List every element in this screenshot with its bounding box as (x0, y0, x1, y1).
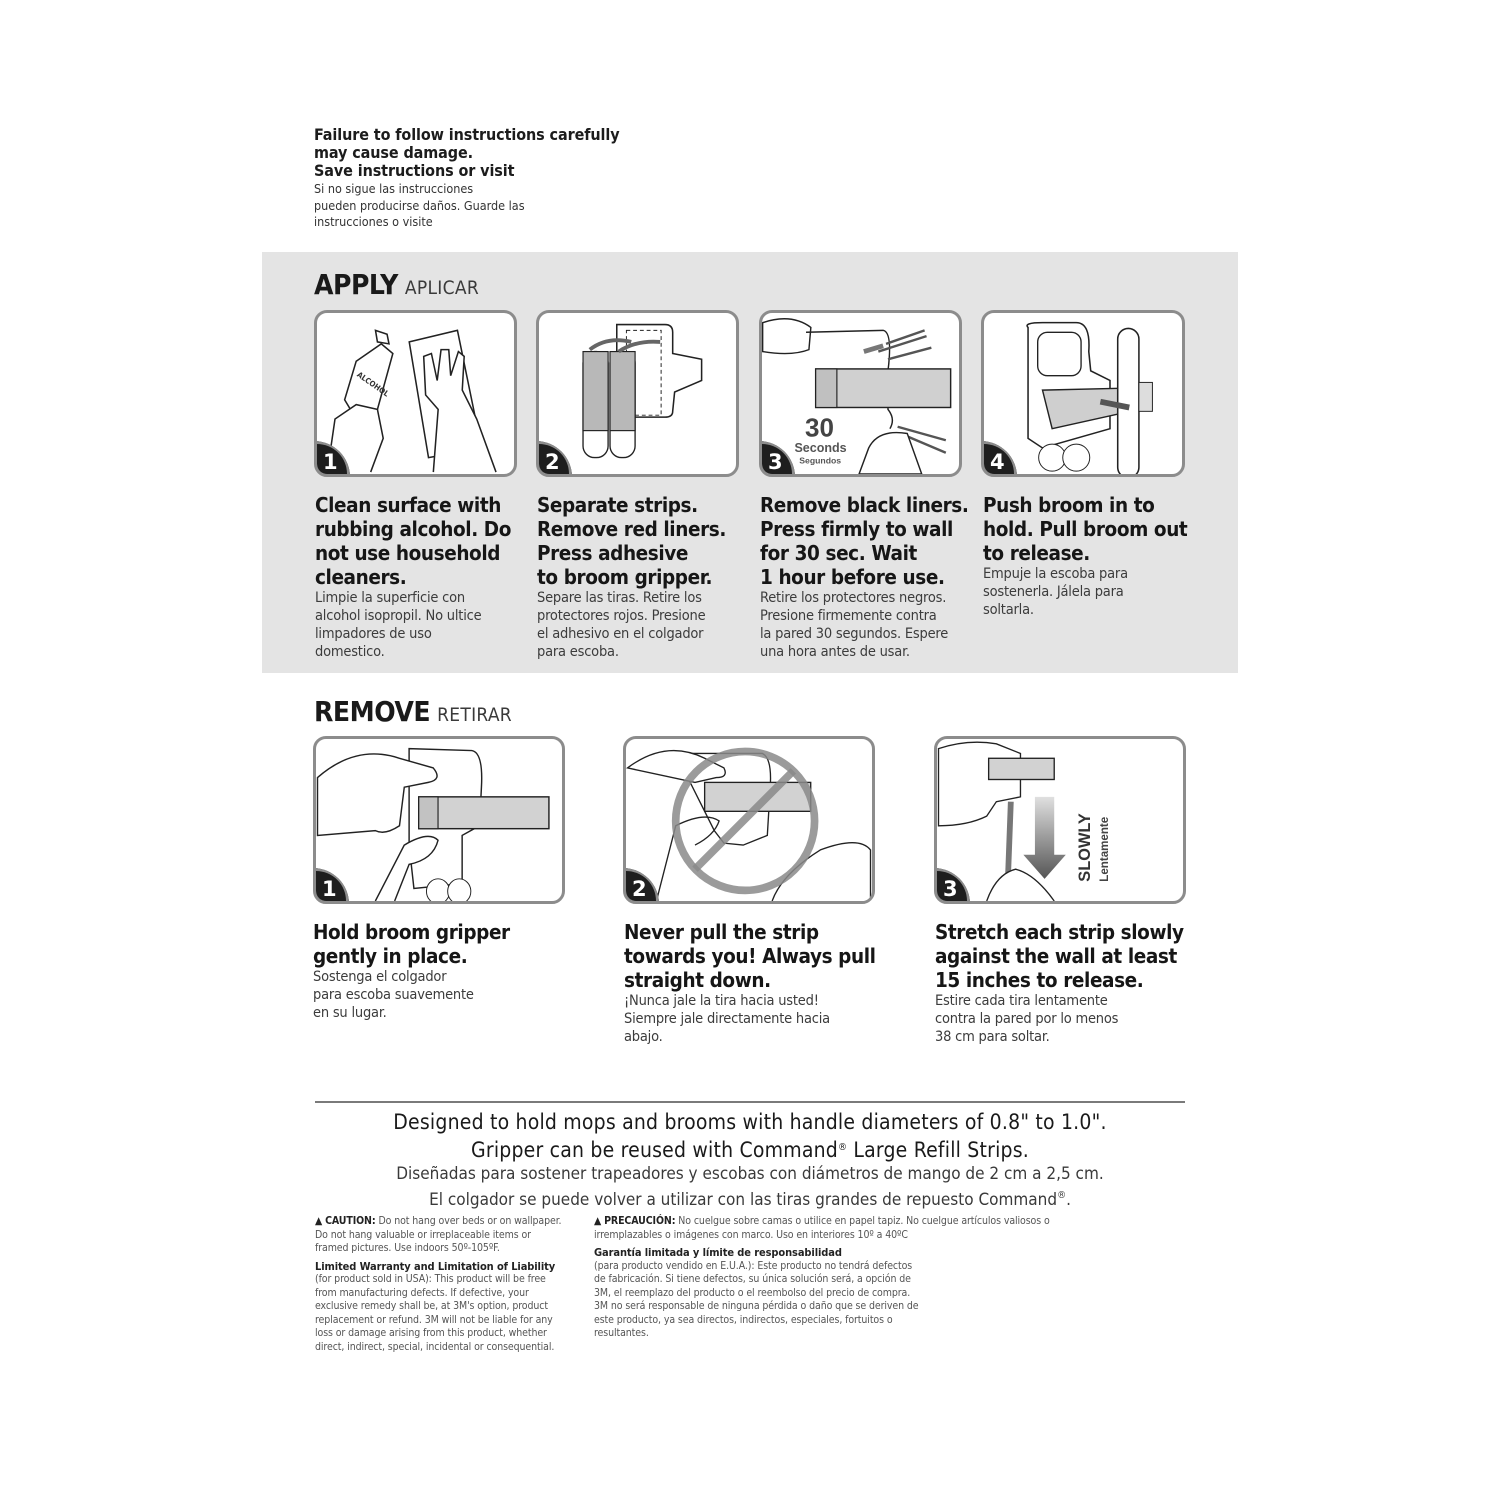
caution-en: ▲ CAUTION: Do not hang over beds or on w… (315, 1215, 562, 1254)
apply-step-2-text: Separate strips. Remove red liners. Pres… (537, 493, 726, 660)
apply-step-3-text: Remove black liners. Press firmly to wal… (760, 493, 969, 660)
apply-step-1-illustration: ALCOHOL 1 (314, 310, 517, 477)
apply-step-4-text: Push broom in to hold. Pull broom out to… (983, 493, 1188, 618)
apply-title: APPLY (314, 268, 398, 301)
remove-step-2-text: Never pull the strip towards you! Always… (624, 920, 876, 1045)
apply-step-1-text: Clean surface with rubbing alcohol. Do n… (315, 493, 511, 660)
prohibited-pull-icon (626, 747, 872, 901)
intro-warning-es: Si no sigue las instrucciones pueden pro… (314, 181, 525, 229)
stretch-strip-slowly-icon: SLOWLY Lentamente (937, 741, 1111, 901)
remove-step-3-text: Stretch each strip slowly against the wa… (935, 920, 1184, 1045)
svg-text:30: 30 (805, 412, 834, 442)
product-compatibility-note: Designed to hold mops and brooms with ha… (393, 1110, 1107, 1210)
apply-step-2-illustration: 2 (536, 310, 739, 477)
svg-text:SLOWLY: SLOWLY (1076, 813, 1094, 882)
apply-heading: APPLY APLICAR (314, 268, 479, 301)
legal-spanish: ▲ PRECAUCIÓN: No cuelgue sobre camas o u… (594, 1215, 1114, 1345)
caution-es: ▲ PRECAUCIÓN: No cuelgue sobre camas o u… (594, 1215, 1050, 1241)
section-divider (315, 1101, 1185, 1103)
press-to-wall-icon: 30 Seconds Segundos (762, 318, 952, 474)
remove-step-1-illustration: 1 (313, 736, 565, 904)
adhesive-strips-icon (582, 323, 703, 459)
svg-text:Segundos: Segundos (799, 455, 841, 465)
remove-title: REMOVE (314, 695, 431, 728)
step-number-badge: 4 (984, 441, 1017, 474)
remove-subtitle: RETIRAR (437, 704, 512, 726)
remove-step-3-illustration: SLOWLY Lentamente 3 (934, 736, 1186, 904)
hold-gripper-icon (316, 747, 550, 901)
remove-heading: REMOVE RETIRAR (314, 695, 512, 728)
warning-triangle-icon: ▲ (315, 1215, 323, 1227)
warranty-es: Garantía limitada y límite de responsabi… (594, 1246, 919, 1339)
svg-text:Lentamente: Lentamente (1099, 816, 1111, 881)
remove-step-2-illustration: 2 (623, 736, 875, 904)
intro-warning: Failure to follow instructions carefully… (314, 126, 674, 231)
apply-step-3-illustration: 30 Seconds Segundos 3 (759, 310, 962, 477)
svg-text:Seconds: Seconds (794, 441, 846, 455)
apply-subtitle: APLICAR (404, 277, 480, 299)
warning-triangle-icon: ▲ (594, 1215, 602, 1227)
broom-into-gripper-icon (1026, 321, 1153, 474)
alcohol-bottle-and-wiping-hand-icon: ALCOHOL (326, 329, 497, 473)
apply-step-4-illustration: 4 (981, 310, 1185, 477)
intro-warning-en: Failure to follow instructions carefully… (314, 125, 620, 180)
step-number-badge: 1 (316, 868, 349, 901)
remove-step-1-text: Hold broom gripper gently in place. Sost… (313, 920, 510, 1021)
warranty-en: Limited Warranty and Limitation of Liabi… (315, 1259, 556, 1353)
legal-english: ▲ CAUTION: Do not hang over beds or on w… (315, 1215, 565, 1358)
step-number-badge: 1 (317, 441, 350, 474)
